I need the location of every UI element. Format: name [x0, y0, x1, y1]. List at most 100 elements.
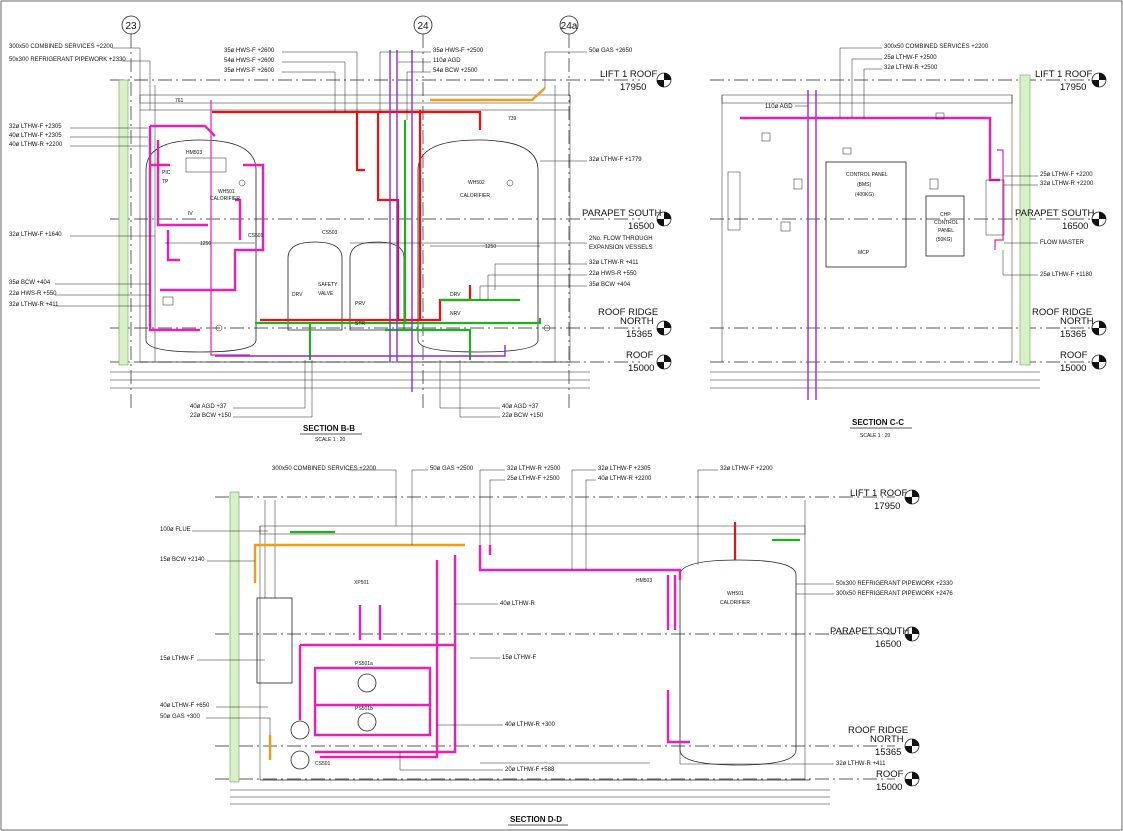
label-dd-lthwr-2500: 32ø LTHW-R +2500 — [507, 466, 561, 472]
dim-1250b: 1250 — [485, 244, 496, 250]
label-bb-hwsf-3: 35ø HWS-F +2600 — [224, 68, 275, 74]
label-bb-refrigerant: 50x300 REFRIGERANT PIPEWORK +2330 — [9, 57, 126, 63]
label-dd-lthwr: 40ø LTHW-R — [500, 601, 535, 607]
tag-valve: VALVE — [318, 291, 334, 297]
level-lift-roof: LIFT 1 ROOF — [600, 69, 658, 80]
tag-str: STR — [355, 321, 365, 327]
section-cc-scale: SCALE 1 : 20 — [860, 433, 891, 439]
level-ridge-north-dd: NORTH — [870, 734, 904, 745]
label-cc-lthwf-2500: 25ø LTHW-F +2500 — [884, 55, 937, 61]
label-bb-agd-37b: 40ø AGD +37 — [502, 404, 539, 410]
label-dd-lthwf-2305: 32ø LTHW-F +2305 — [598, 466, 651, 472]
label-dd-lthwf-15: 15ø LTHW-F — [502, 655, 536, 661]
tag-wh501-dd: WH501 — [727, 591, 744, 597]
tag-nrv: NRV — [450, 311, 461, 317]
label-cc-lthwr-2200: 32ø LTHW-R +2200 — [1040, 181, 1094, 187]
label-dd-lthwr-411: 32ø LTHW-R +411 — [836, 761, 886, 767]
level-lift-roof-dd: LIFT 1 ROOF — [850, 488, 908, 499]
label-dd-combined: 300x50 COMBINED SERVICES +2200 — [272, 466, 377, 472]
panel-chp-line2: CONTROL — [934, 220, 959, 226]
level-parapet-value-cc: 16500 — [1062, 221, 1088, 232]
level-ridge-north-cc: NORTH — [1060, 316, 1094, 327]
expansion-vessel-2 — [349, 241, 405, 331]
label-bb-agd-37a: 40ø AGD +37 — [190, 404, 227, 410]
label-dd-refrig-2330: 50x300 REFRIGERANT PIPEWORK +2330 — [836, 581, 953, 587]
label-dd-gas-300: 50ø GAS +300 — [160, 714, 201, 720]
wall-hatch-cc — [1019, 74, 1031, 366]
label-dd-lthwr-2200: 40ø LTHW-R +2200 — [598, 476, 652, 482]
grid-label-23: 23 — [125, 21, 137, 32]
label-bb-bcw-150b: 22ø BCW +150 — [502, 413, 544, 419]
panel-bms-line3: (400KG) — [855, 192, 874, 198]
level-parapet-dd: PARAPET SOUTH — [830, 626, 909, 637]
level-parapet: PARAPET SOUTH — [582, 208, 661, 219]
label-bb-lthwr-411b: 32ø LTHW-R +411 — [589, 260, 639, 266]
tag-cs503: CS503 — [322, 230, 338, 236]
level-lift-roof-value-dd: 17950 — [874, 501, 900, 512]
label-dd-gas: 50ø GAS +2500 — [430, 466, 474, 472]
level-lift-roof-value: 17950 — [620, 82, 646, 93]
panel-bms-line1: CONTROL PANEL — [846, 172, 888, 178]
label-cc-combined: 300x50 COMBINED SERVICES +2200 — [884, 44, 989, 50]
dim-739: 739 — [508, 116, 517, 122]
wall-hatch — [118, 79, 129, 366]
grid-bubbles: 23 24 24a — [121, 15, 579, 410]
label-bb-bcw-404: 35ø BCW +404 — [9, 280, 51, 286]
level-ridge-value: 15365 — [626, 329, 652, 340]
level-roof-cc: ROOF — [1060, 350, 1088, 361]
calorifier-wh501 — [145, 139, 257, 353]
label-bb-combined: 300x50 COMBINED SERVICES +2200 — [9, 44, 114, 50]
label-dd-lthwf-2200: 32ø LTHW-F +2200 — [720, 466, 773, 472]
level-roof-value-cc: 15000 — [1060, 363, 1086, 374]
tag-prv: PRV — [355, 301, 366, 307]
label-bb-agd-110: 110ø AGD — [433, 58, 461, 64]
tag-iv: IV — [188, 211, 193, 217]
grid-label-24a: 24a — [561, 21, 578, 32]
label-dd-bcw: 15ø BCW +2140 — [160, 557, 205, 563]
tag-drv-2: DRV — [450, 292, 461, 298]
label-bb-bcw-404b: 35ø BCW +404 — [589, 282, 631, 288]
tag-hm503: HM503 — [186, 150, 202, 156]
panel-chp-line1: CHP — [940, 212, 951, 218]
label-bb-bcw-54: 54ø BCW +2500 — [433, 68, 478, 74]
grid-label-24: 24 — [417, 21, 429, 32]
section-dd-title: SECTION D-D — [510, 815, 562, 824]
level-ridge-north: NORTH — [620, 316, 654, 327]
dim-761: 761 — [175, 98, 184, 104]
boiler-unit — [256, 597, 293, 684]
label-bb-expansion-2: EXPANSION VESSELS — [589, 245, 653, 251]
tag-safety: SAFETY — [318, 282, 338, 288]
level-parapet-cc: PARAPET SOUTH — [1015, 208, 1094, 219]
label-bb-lthwr-411: 32ø LTHW-R +411 — [9, 302, 59, 308]
level-roof-value: 15000 — [628, 363, 654, 374]
label-bb-hwsr-550b: 22ø HWS-R +550 — [589, 271, 637, 277]
level-roof: ROOF — [626, 350, 654, 361]
label-bb-hwsf-4: 35ø HWS-F +2500 — [433, 48, 484, 54]
level-markers-bb: LIFT 1 ROOF 17950 PARAPET SOUTH 16500 RO… — [582, 69, 672, 374]
pump-ps501a — [357, 673, 377, 693]
level-ridge: ROOF RIDGE — [598, 307, 658, 318]
section-cc-title: SECTION C-C — [852, 418, 904, 427]
label-dd-refrig-2476: 300x50 REFRIGERANT PIPEWORK +2476 — [836, 591, 953, 597]
tag-calorifier-1: CALORIFIER — [210, 196, 240, 202]
expansion-vessel-1 — [287, 241, 343, 331]
section-cc: 300x50 COMBINED SERVICES +2200 25ø LTHW-… — [710, 44, 1107, 439]
control-panel-bms — [825, 161, 907, 268]
section-bb-scale: SCALE 1 : 20 — [315, 437, 346, 443]
label-cc-flow-master: FLOW MASTER — [1040, 240, 1085, 246]
calorifier-wh501-dd — [679, 559, 797, 766]
label-bb-lthwr-2200: 40ø LTHW-R +2200 — [9, 142, 63, 148]
label-bb-hwsr-550: 22ø HWS-R +550 — [9, 291, 57, 297]
tag-wh502: WH502 — [468, 180, 485, 186]
tag-hm503-dd: HM503 — [636, 578, 652, 584]
tag-calorifier-2: CALORIFIER — [460, 193, 490, 199]
label-bb-lthwf-2305a: 32ø LTHW-F +2305 — [9, 124, 62, 130]
level-ridge-value-dd: 15365 — [875, 747, 901, 758]
level-ridge-value-cc: 15365 — [1060, 329, 1086, 340]
label-cc-lthwf-2200: 25ø LTHW-F +2200 — [1040, 172, 1093, 178]
pump-ps501b — [357, 712, 377, 732]
tag-drv: DRV — [292, 292, 303, 298]
label-bb-lthwf-1640: 32ø LTHW-F +1640 — [9, 232, 62, 238]
